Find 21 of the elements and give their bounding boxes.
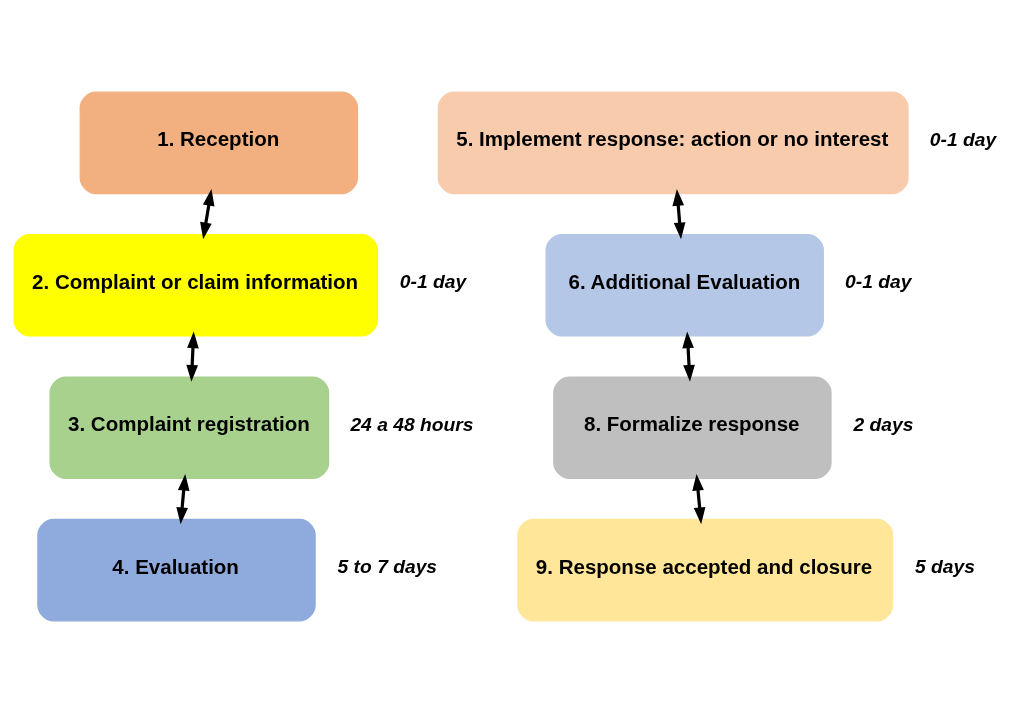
arrow xyxy=(681,331,695,382)
arrow xyxy=(691,473,705,525)
node-label: 0-1 day xyxy=(929,129,996,151)
node-box: 1. Reception xyxy=(79,91,358,195)
node-box: 3. Complaint registration xyxy=(48,376,329,480)
node-box: 2. Complaint or claim information xyxy=(13,233,378,337)
node-box: 8. Formalize response xyxy=(552,376,832,480)
node-label: 2 days xyxy=(852,413,913,435)
node-label: 0-1 day xyxy=(399,271,466,293)
node-label: 5 to 7 days xyxy=(337,556,437,578)
arrow xyxy=(185,331,199,382)
node-label: 24 a 48 hours xyxy=(349,413,473,435)
node-label: 0-1 day xyxy=(844,271,911,293)
node-label: 5 days xyxy=(914,556,975,578)
arrow xyxy=(199,189,214,240)
arrow xyxy=(671,188,685,240)
node-box: 9. Response accepted and closure xyxy=(516,518,893,622)
node-box: 4. Evaluation xyxy=(36,518,316,622)
node-box: 6. Additional Evaluation xyxy=(544,233,824,337)
node-box: 5. Implement response: action or no interest xyxy=(437,91,909,195)
arrow xyxy=(175,473,190,525)
